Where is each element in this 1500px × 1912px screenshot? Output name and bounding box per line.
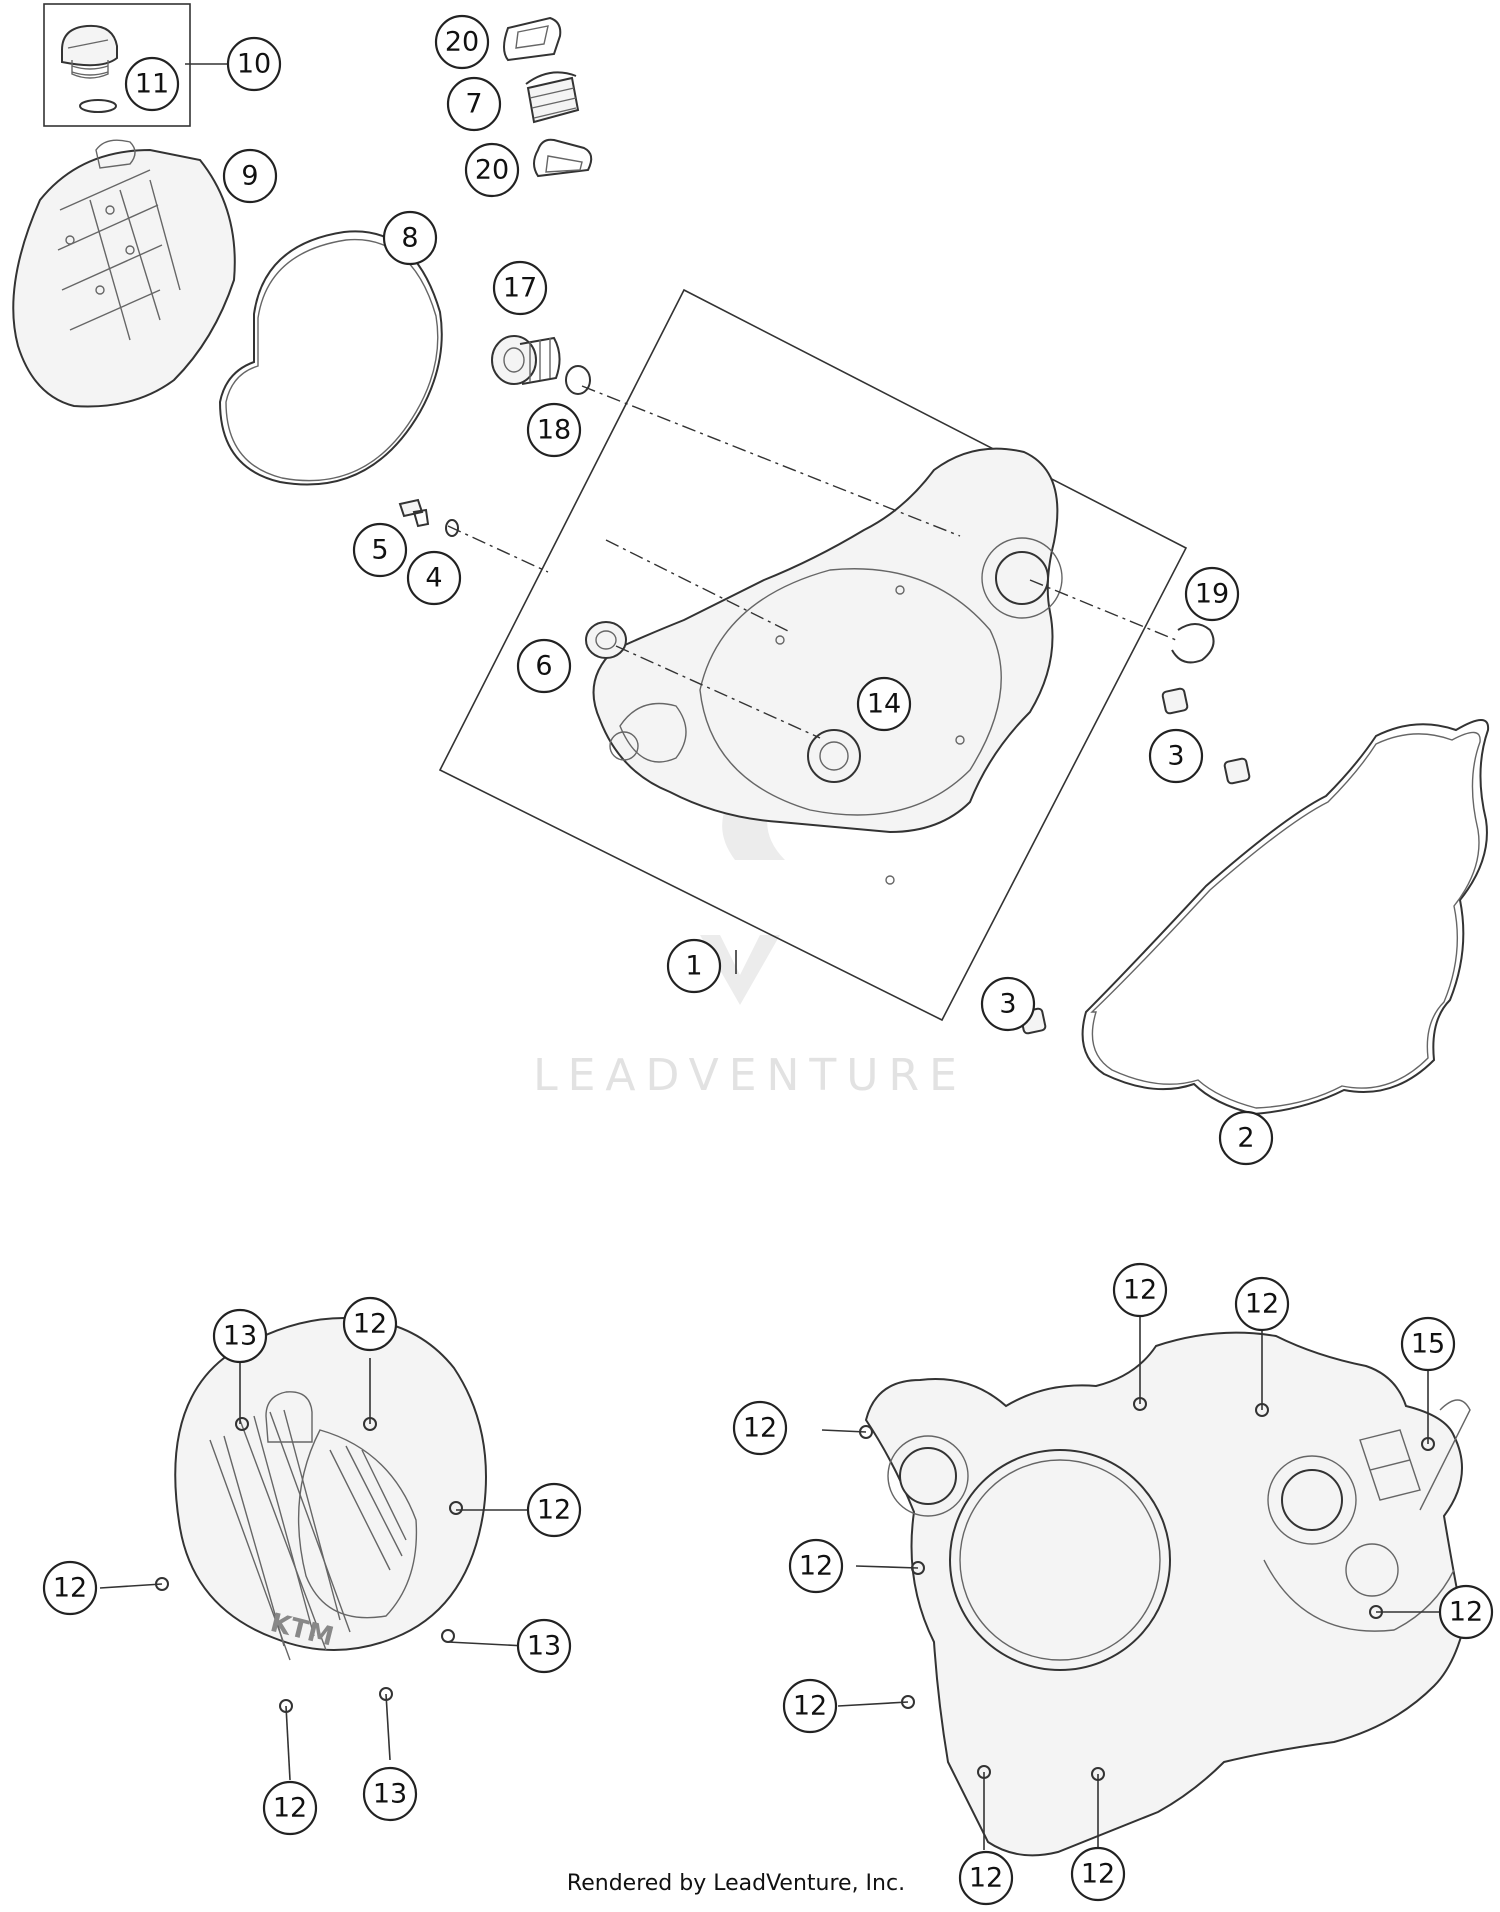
svg-text:10: 10 bbox=[237, 49, 271, 80]
clutch-cover-assembled: KTM bbox=[155, 1316, 487, 1713]
callout-14: 14 bbox=[856, 676, 912, 732]
cover-o-ring bbox=[218, 230, 443, 486]
callout-12-inner-top-b: 12 bbox=[1234, 1276, 1290, 1332]
svg-text:3: 3 bbox=[999, 989, 1016, 1020]
dowel-sleeve bbox=[1019, 687, 1251, 1035]
svg-text:1: 1 bbox=[685, 951, 702, 982]
callout-3-upper: 3 bbox=[1148, 728, 1204, 784]
callout-12-inner-left-mid: 12 bbox=[788, 1538, 844, 1594]
inner-cover-inside-view bbox=[859, 1331, 1471, 1857]
svg-text:18: 18 bbox=[537, 415, 571, 446]
svg-text:9: 9 bbox=[241, 161, 258, 192]
credit-text: Rendered by LeadVenture, Inc. bbox=[567, 1871, 905, 1896]
assembly-axes bbox=[447, 385, 1177, 739]
shaft-seal bbox=[585, 621, 627, 659]
callout-13-top: 13 bbox=[212, 1308, 268, 1364]
callout-17: 17 bbox=[492, 260, 548, 316]
cap-assembly-box bbox=[43, 3, 191, 127]
inspection-gasket-bottom bbox=[533, 138, 593, 178]
filler-cap bbox=[61, 24, 118, 113]
seal-ring bbox=[445, 519, 459, 537]
svg-text:12: 12 bbox=[1081, 1859, 1115, 1890]
screw-plug bbox=[491, 335, 591, 395]
svg-text:14: 14 bbox=[867, 689, 901, 720]
callout-12-left: 12 bbox=[42, 1560, 98, 1616]
callout-12-inner-top-a: 12 bbox=[1112, 1262, 1168, 1318]
callout-12-inner-right: 12 bbox=[1438, 1584, 1494, 1640]
svg-text:3: 3 bbox=[1167, 741, 1184, 772]
svg-text:13: 13 bbox=[527, 1631, 561, 1662]
callout-11: 11 bbox=[124, 56, 180, 112]
svg-text:13: 13 bbox=[373, 1779, 407, 1810]
svg-text:12: 12 bbox=[743, 1413, 777, 1444]
callout-19: 19 bbox=[1184, 566, 1240, 622]
svg-text:12: 12 bbox=[969, 1863, 1003, 1894]
svg-text:12: 12 bbox=[1123, 1275, 1157, 1306]
svg-text:20: 20 bbox=[445, 27, 479, 58]
svg-text:17: 17 bbox=[503, 273, 537, 304]
callout-12-bottom: 12 bbox=[262, 1780, 318, 1836]
callout-15: 15 bbox=[1400, 1316, 1456, 1372]
callout-12-inner-left-top: 12 bbox=[732, 1400, 788, 1456]
callout-20-bottom: 20 bbox=[464, 142, 520, 198]
circlip bbox=[1171, 623, 1215, 664]
inspection-gasket-top bbox=[503, 16, 562, 62]
inner-cover-box bbox=[438, 288, 1188, 1022]
svg-text:13: 13 bbox=[223, 1321, 257, 1352]
outer-clutch-cover bbox=[12, 139, 236, 408]
svg-text:12: 12 bbox=[537, 1495, 571, 1526]
svg-text:15: 15 bbox=[1411, 1329, 1445, 1360]
cover-gasket bbox=[1081, 719, 1490, 1116]
svg-text:8: 8 bbox=[401, 223, 418, 254]
callout-8: 8 bbox=[382, 210, 438, 266]
svg-text:4: 4 bbox=[425, 563, 442, 594]
svg-text:12: 12 bbox=[1449, 1597, 1483, 1628]
callout-5: 5 bbox=[352, 522, 408, 578]
callout-18: 18 bbox=[526, 402, 582, 458]
leader-lines bbox=[99, 63, 1440, 1850]
watermark: LEADVENTURE bbox=[533, 720, 967, 1101]
callouts: 20 7 20 10 11 9 8 17 18 5 4 6 14 19 3 3 … bbox=[42, 14, 1494, 1906]
callout-13-right: 13 bbox=[516, 1618, 572, 1674]
svg-text:2: 2 bbox=[1237, 1123, 1254, 1154]
callout-7: 7 bbox=[446, 76, 502, 132]
svg-text:12: 12 bbox=[353, 1309, 387, 1340]
callout-2: 2 bbox=[1218, 1110, 1274, 1166]
callout-1: 1 bbox=[666, 938, 722, 994]
svg-text:12: 12 bbox=[273, 1793, 307, 1824]
callout-20-top: 20 bbox=[434, 14, 490, 70]
callout-10: 10 bbox=[226, 36, 282, 92]
svg-text:6: 6 bbox=[535, 651, 552, 682]
svg-text:12: 12 bbox=[1245, 1289, 1279, 1320]
callout-4: 4 bbox=[406, 550, 462, 606]
svg-text:5: 5 bbox=[371, 535, 388, 566]
svg-text:19: 19 bbox=[1195, 579, 1229, 610]
callout-12-right: 12 bbox=[526, 1482, 582, 1538]
callout-13-bottom: 13 bbox=[362, 1766, 418, 1822]
small-screw bbox=[398, 498, 430, 528]
callout-9: 9 bbox=[222, 148, 278, 204]
callout-12-inner-bottom-b: 12 bbox=[1070, 1846, 1126, 1902]
svg-text:20: 20 bbox=[475, 155, 509, 186]
svg-text:7: 7 bbox=[465, 89, 482, 120]
watermark-text: LEADVENTURE bbox=[533, 1050, 967, 1101]
svg-text:12: 12 bbox=[53, 1573, 87, 1604]
callout-12-inner-bottom-a: 12 bbox=[958, 1850, 1014, 1906]
inner-clutch-cover bbox=[592, 447, 1063, 885]
valve-element bbox=[525, 71, 580, 124]
svg-text:12: 12 bbox=[799, 1551, 833, 1582]
svg-text:12: 12 bbox=[793, 1691, 827, 1722]
callout-6: 6 bbox=[516, 638, 572, 694]
callout-12-top: 12 bbox=[342, 1296, 398, 1352]
callout-3-lower: 3 bbox=[980, 976, 1036, 1032]
callout-12-inner-left-low: 12 bbox=[782, 1678, 838, 1734]
svg-text:11: 11 bbox=[135, 69, 169, 100]
